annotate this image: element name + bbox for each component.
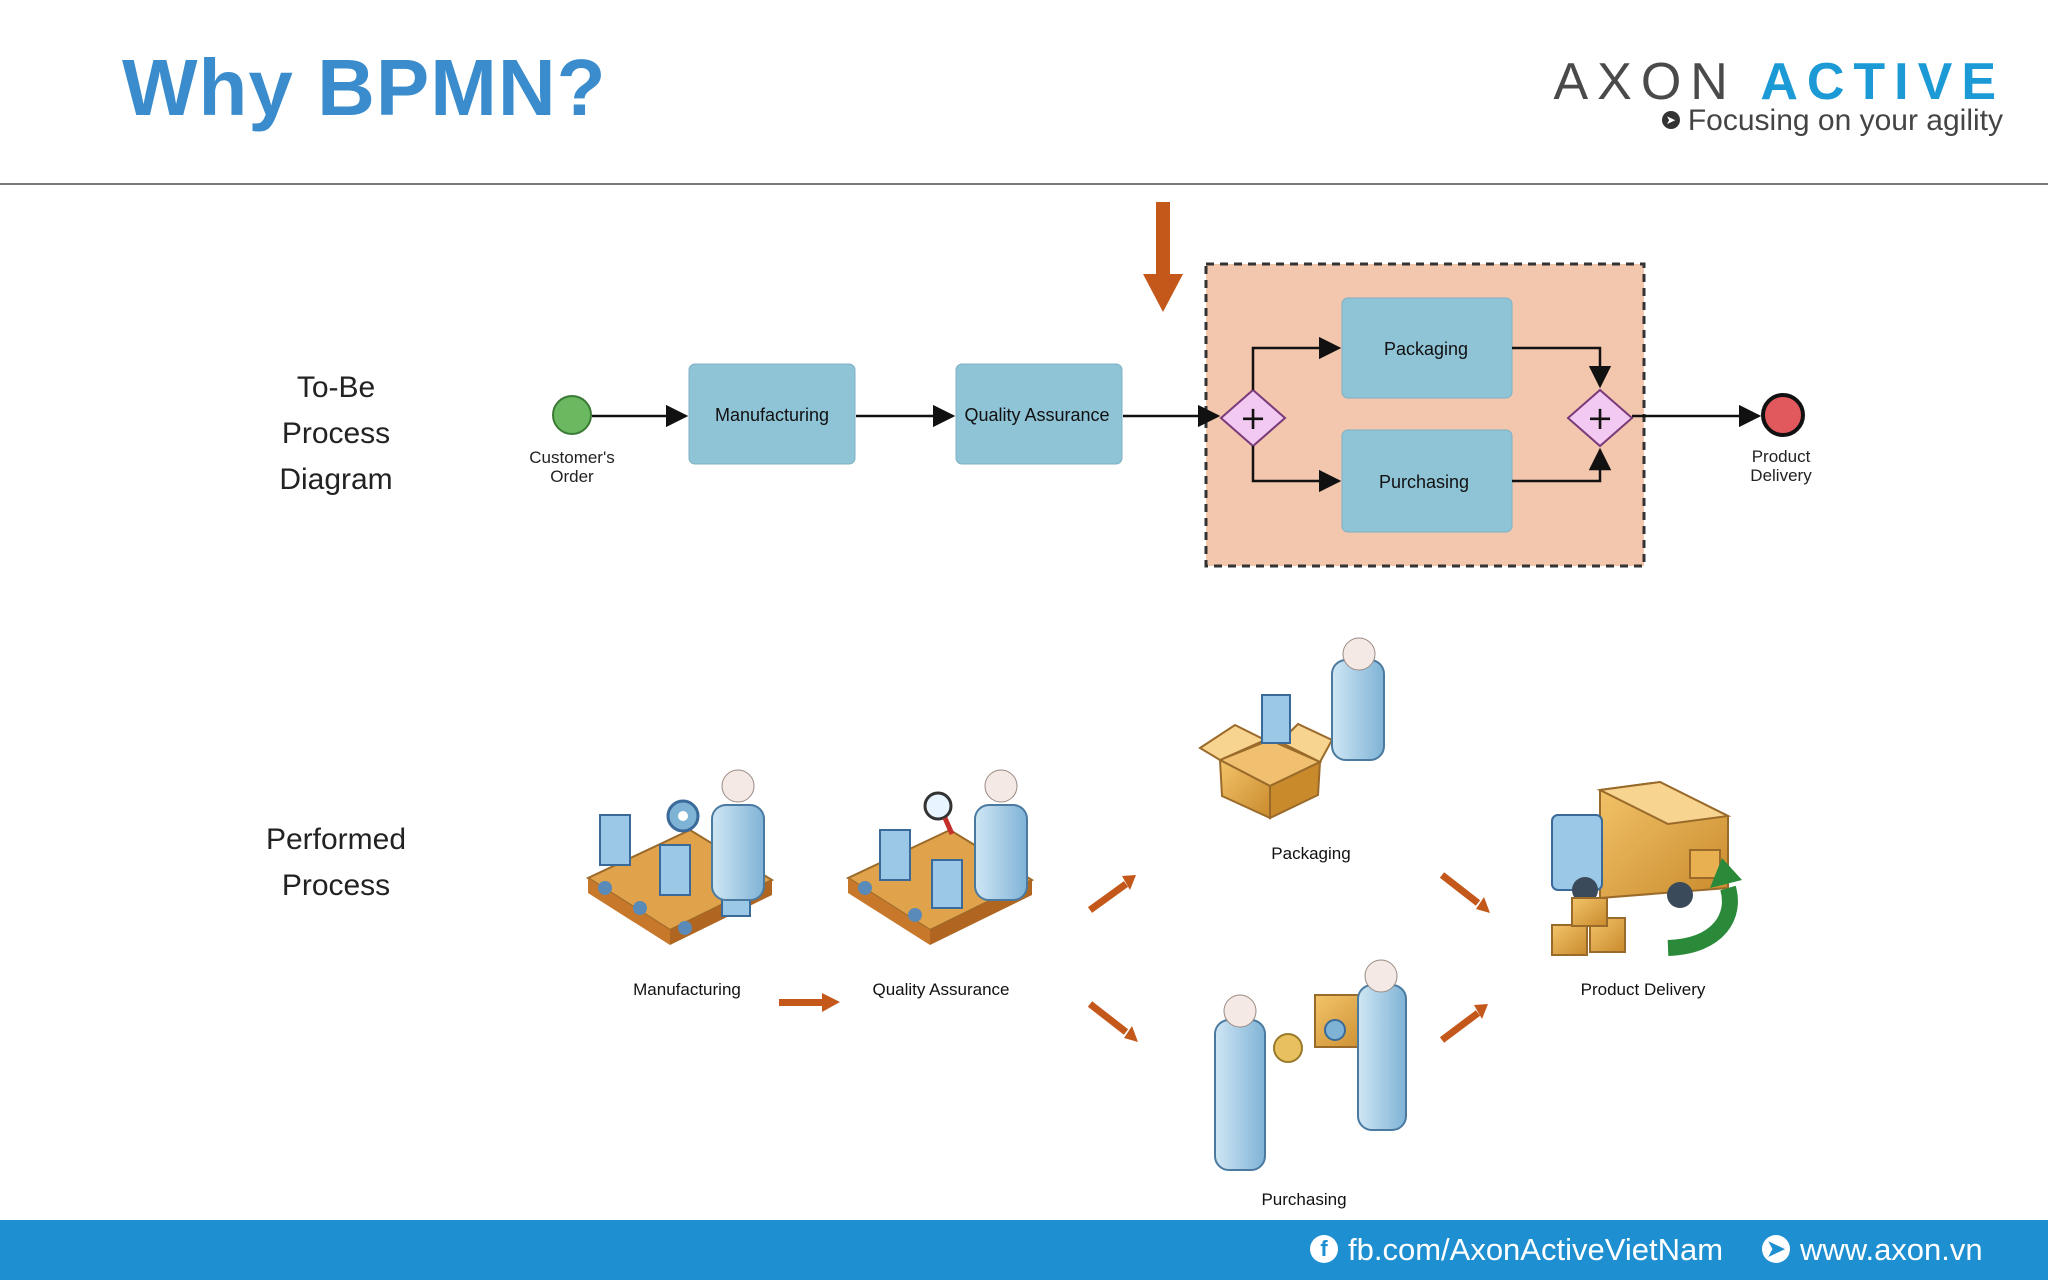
to-be-row-label: To-Be Process Diagram	[279, 371, 392, 496]
packaging-illustration	[1198, 637, 1385, 820]
end-event	[1761, 393, 1805, 437]
globe-arrow-icon: ➤	[1762, 1234, 1790, 1263]
performed-product-delivery-label: Product Delivery	[1581, 980, 1706, 999]
slide-title: Why BPMN?	[122, 43, 607, 132]
facebook-icon: f	[1310, 1234, 1338, 1263]
manufacturing-illustration	[585, 769, 775, 945]
task-manufacturing: Manufacturing	[688, 363, 856, 465]
performed-quality-assurance-label: Quality Assurance	[872, 980, 1009, 999]
tagline-arrow-icon: ➤	[1661, 111, 1680, 130]
task-purchasing: Purchasing	[1341, 429, 1513, 533]
to-be-label-line-1: To-Be	[297, 371, 375, 404]
task-purchasing-label: Purchasing	[1379, 472, 1469, 492]
flow-packaging-to-join	[1512, 346, 1612, 389]
footer-website-link[interactable]: ➤ www.axon.vn	[1762, 1232, 1983, 1268]
company-logo: AXON ACTIVE ➤ Focusing on your agility	[1553, 52, 2005, 142]
product-delivery-illustration	[1551, 780, 1742, 956]
gateway-join-symbol: +	[1587, 399, 1614, 437]
arrow-qa-to-purchasing	[1087, 1001, 1138, 1042]
flow-gateway-to-purchasing	[1251, 446, 1342, 493]
highlight-down-arrow	[1143, 202, 1183, 312]
end-event-label-line-1: Product	[1752, 447, 1811, 466]
performed-packaging-label: Packaging	[1271, 844, 1350, 863]
footer-website-text: www.axon.vn	[1800, 1232, 1983, 1267]
start-event-label: Customer's Order	[529, 448, 614, 486]
task-quality-assurance: Quality Assurance	[955, 363, 1123, 465]
flow-gateway-to-packaging	[1251, 336, 1342, 390]
task-packaging-label: Packaging	[1384, 339, 1468, 359]
footer-facebook-link[interactable]: f fb.com/AxonActiveVietNam	[1310, 1232, 1723, 1268]
arrow-packaging-to-delivery	[1439, 872, 1490, 913]
parallel-gateway-join: +	[1566, 388, 1634, 448]
sequence-flows	[592, 336, 1762, 493]
arrow-mfg-to-qa	[779, 993, 840, 1012]
task-quality-assurance-label: Quality Assurance	[964, 405, 1109, 425]
to-be-label-line-2: Process	[282, 417, 390, 450]
logo-name: AXON ACTIVE	[1553, 52, 2005, 112]
flow-purchasing-to-join	[1512, 447, 1612, 483]
performed-label-line-2: Process	[282, 869, 390, 902]
start-event	[552, 395, 592, 435]
logo-tagline-text: Focusing on your agility	[1687, 104, 2003, 137]
arrow-purchasing-to-delivery	[1439, 1004, 1488, 1043]
end-event-label-line-2: Delivery	[1750, 466, 1812, 485]
logo-tagline: ➤ Focusing on your agility	[1661, 104, 2003, 138]
task-manufacturing-label: Manufacturing	[715, 405, 829, 425]
logo-name-active: ACTIVE	[1760, 53, 2005, 111]
footer-facebook-text: fb.com/AxonActiveVietNam	[1348, 1232, 1724, 1267]
end-event-label: Product Delivery	[1750, 447, 1812, 485]
header-divider	[0, 183, 2048, 185]
task-packaging: Packaging	[1341, 297, 1513, 399]
start-event-label-line-1: Customer's	[529, 448, 614, 467]
quality-assurance-illustration	[845, 769, 1035, 945]
gateway-split-symbol: +	[1240, 399, 1267, 437]
performed-purchasing-label: Purchasing	[1261, 1190, 1346, 1209]
performed-label-line-1: Performed	[266, 823, 406, 856]
to-be-label-line-3: Diagram	[279, 463, 392, 496]
logo-name-axon: AXON	[1553, 53, 1737, 111]
performed-flow-arrows	[779, 872, 1490, 1043]
arrow-qa-to-packaging	[1087, 875, 1136, 913]
performed-manufacturing-label: Manufacturing	[633, 980, 741, 999]
start-event-label-line-2: Order	[550, 467, 594, 486]
performed-row-label: Performed Process	[266, 823, 406, 902]
footer-bar: f fb.com/AxonActiveVietNam ➤ www.axon.vn	[0, 1220, 2048, 1280]
purchasing-illustration	[1214, 959, 1407, 1171]
